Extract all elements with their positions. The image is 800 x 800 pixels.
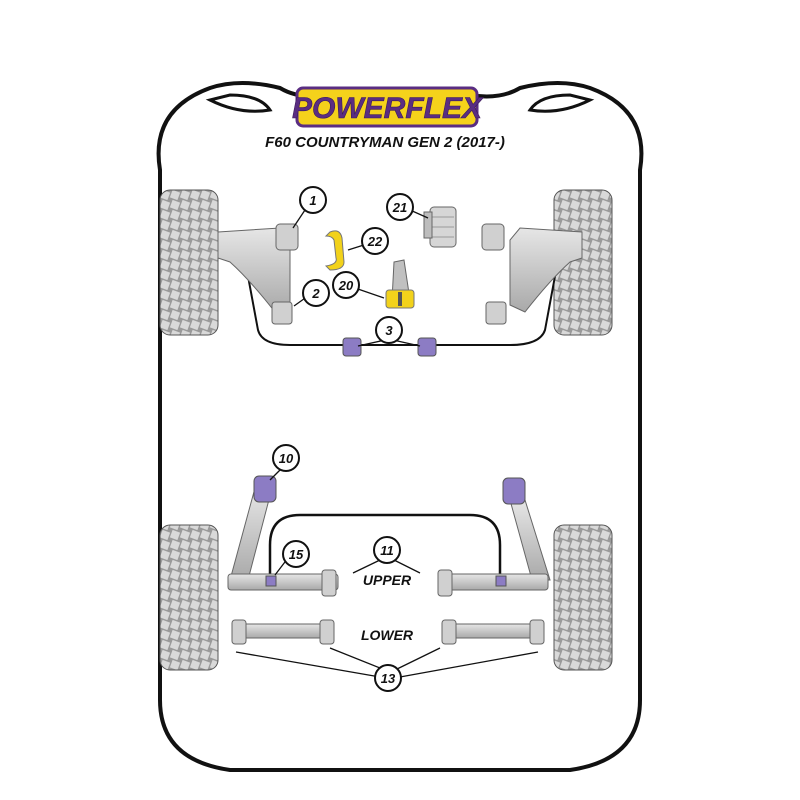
svg-text:13: 13 (381, 671, 396, 686)
rear-arb-bush-right-15 (495, 575, 507, 587)
rear-left-lower-arm (231, 623, 335, 639)
left-headlight (205, 93, 273, 113)
svg-text:20: 20 (338, 278, 354, 293)
front-arb-bush-right (417, 337, 437, 357)
model-subtitle: F60 COUNTRYMAN GEN 2 (2017-) (265, 134, 505, 151)
right-headlight (527, 93, 595, 113)
front-arb-bush-left (342, 337, 362, 357)
rear-left-tyre (159, 524, 219, 671)
svg-text:22: 22 (367, 234, 383, 249)
rear-left-lower-bush-outer (231, 619, 247, 645)
callout-20: 20 (332, 271, 360, 299)
rear-right-upper-bush (437, 569, 453, 597)
callout-13: 13 (374, 664, 402, 692)
svg-text:3: 3 (385, 323, 393, 338)
front-left-wishbone (217, 227, 291, 313)
front-right-bush-1 (481, 223, 505, 251)
rear-right-tyre (553, 524, 613, 671)
svg-text:15: 15 (289, 547, 304, 562)
rear-right-bush-10 (502, 477, 526, 505)
svg-text:1: 1 (309, 193, 316, 208)
callout-3: 3 (375, 316, 403, 344)
upper-label: UPPER (363, 572, 412, 588)
svg-text:11: 11 (380, 543, 394, 558)
front-right-wishbone (509, 227, 583, 313)
part-22-bracket (324, 230, 345, 271)
rear-left-upper-arm (227, 573, 339, 591)
front-subframe (244, 259, 559, 346)
rear-right-upper-arm (437, 573, 549, 591)
rear-right-lower-arm (441, 623, 545, 639)
svg-text:2: 2 (311, 286, 320, 301)
front-left-bush-2 (271, 301, 293, 325)
powerflex-logo: POWERFLEX (292, 86, 484, 128)
callout-1: 1 (299, 186, 327, 214)
callout-21: 21 (386, 193, 414, 221)
callout-10: 10 (272, 444, 300, 472)
rear-right-lower-bush-outer (529, 619, 545, 645)
part-20-engine-mount (385, 259, 415, 309)
callout-22: 22 (361, 227, 389, 255)
rear-left-bush-10 (253, 475, 277, 503)
callout-15: 15 (282, 540, 310, 568)
front-left-tyre (159, 189, 219, 336)
rear-left-lower-bush-inner (319, 619, 335, 645)
lower-label: LOWER (361, 627, 414, 643)
rear-right-lower-bush-inner (441, 619, 457, 645)
part-21-mount (423, 206, 457, 248)
rear-anti-roll-bar (268, 513, 502, 580)
rear-arb-bush-left-15 (265, 575, 277, 587)
callout-11: 11 (373, 536, 401, 564)
svg-text:POWERFLEX: POWERFLEX (292, 92, 484, 125)
rear-left-upper-bush (321, 569, 337, 597)
svg-text:10: 10 (279, 451, 294, 466)
front-right-bush-2 (485, 301, 507, 325)
callout-2: 2 (302, 279, 330, 307)
front-left-bush-1 (275, 223, 299, 251)
svg-text:21: 21 (392, 200, 407, 215)
